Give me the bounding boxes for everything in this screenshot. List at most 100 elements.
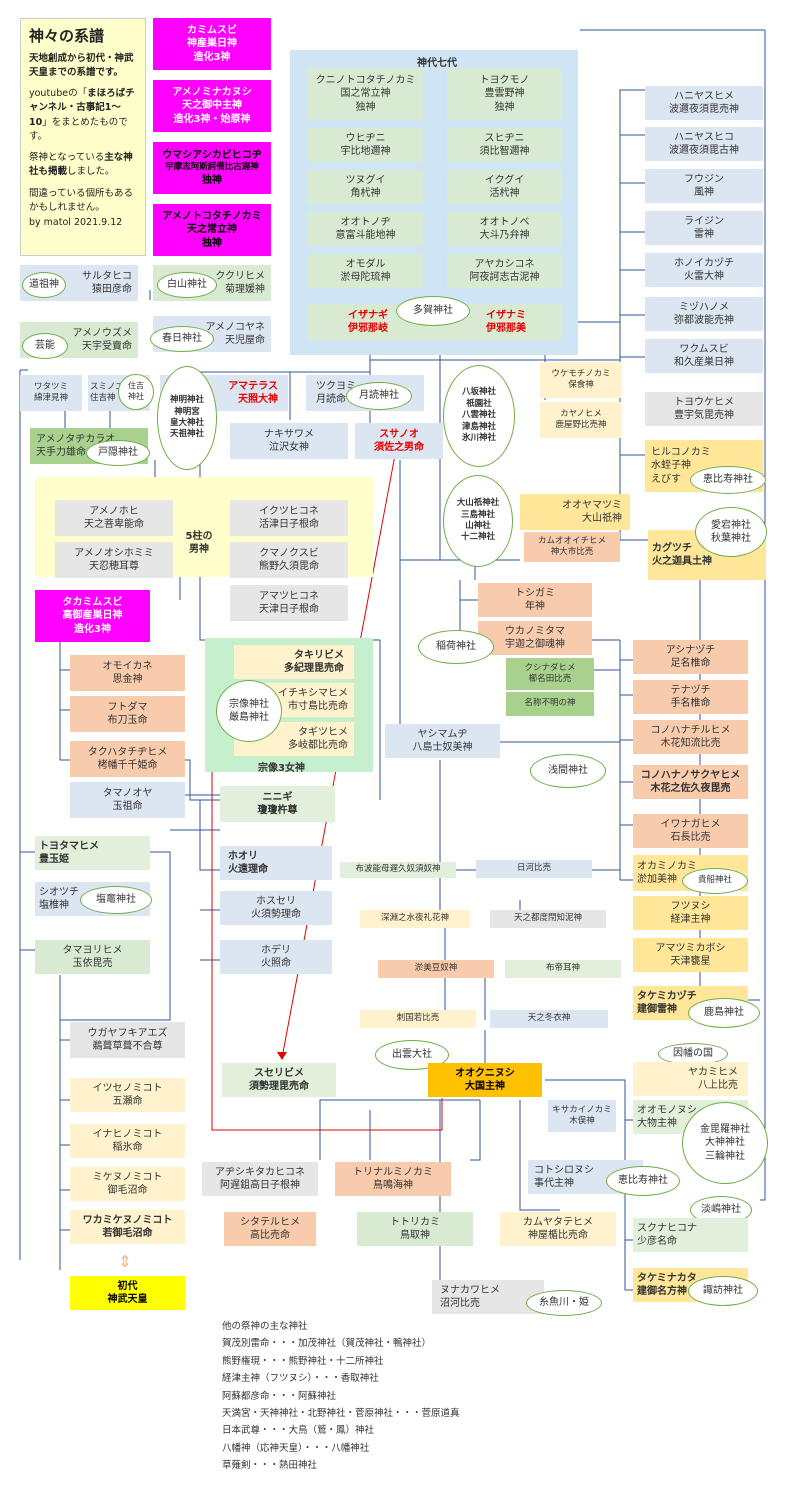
tsudohe-box: 天之都度閇知泥神 <box>490 910 606 928</box>
kifune-shrine: 貴船神社 <box>682 868 748 894</box>
amatsuhikone-box: アマツヒコネ天津日子根命 <box>230 585 348 621</box>
takamimusubi-box: タカミムスビ高御産巣日神造化3神 <box>35 590 150 642</box>
page-title: 神々の系譜 <box>29 27 105 45</box>
intro-lead: 天地創成から初代・神武天皇までの系譜です。 <box>29 52 134 78</box>
kuninotokotachi-box: クニノトコタチノカミ国之常立神独神 <box>308 68 423 120</box>
itoigawa-label: 糸魚川・姫 <box>526 1290 602 1316</box>
fuhanomoji-box: 布波能母遅久奴須奴神 <box>340 862 456 878</box>
notes-line: 天満宮・天神神社・北野神社・菅原神社・・・菅原道真 <box>222 1408 460 1420</box>
notes-line: 草薙剣・・・熱田神社 <box>222 1460 318 1472</box>
ebisu-shrine-2: 恵比寿神社 <box>606 1166 680 1196</box>
intro-source: youtubeの「まほろばチャンネル・古事記1〜10」をまとめたものです。 <box>29 88 135 142</box>
dosojin-shrine: 道祖神 <box>22 272 66 298</box>
toyokumono-box: トヨクモノ豊雲野神独神 <box>447 68 562 120</box>
umashiashikabi-box: ウマシアシカビヒコヂ宇摩志阿斯訶備比古遅神独神 <box>153 142 271 194</box>
kisakai-box: キサカイノカミ木俣神 <box>548 1100 616 1132</box>
futodama-box: フトダマ布刀玉命 <box>70 696 185 732</box>
unnamed-god-box: 名称不明の神 <box>506 692 594 716</box>
double-arrow-icon: ⇕ <box>118 1252 132 1272</box>
tsukuyomi-shrine: 月読神社 <box>346 382 412 410</box>
honoikazuchi-box: ホノイカヅチ火雷大神 <box>645 253 763 287</box>
ninigi-box: ニニギ瓊瓊杵尊 <box>220 786 335 822</box>
ikugui-box: イクグイ活杙神 <box>447 170 562 204</box>
suseribime-box: スセリビメ須勢理毘売命 <box>222 1063 336 1097</box>
omodaru-box: オモダル淤母陀琉神 <box>308 254 423 288</box>
jinmu-box: 初代神武天皇 <box>70 1276 185 1310</box>
five-gods-label: 5柱の男神 <box>185 530 213 556</box>
yashimamuji-box: ヤシマムヂ八島士奴美神 <box>385 724 500 758</box>
omizunu-box: 淤美豆奴神 <box>378 960 494 978</box>
suhijini-box: スヒヂニ須比智邇神 <box>447 128 562 162</box>
konohanachiru-box: コノハナチルヒメ木花知流比売 <box>633 720 748 754</box>
ameminakanushi-box: アメノミナカヌシ天之御中主神造化3神・始原神 <box>153 80 271 132</box>
sakuyahime-box: コノハナノサクヤヒメ木花之佐久夜毘売 <box>633 765 748 799</box>
tsunugui-box: ツヌグイ角杙神 <box>308 170 423 204</box>
kushinada-box: クシナダヒメ櫛名田比売 <box>506 658 594 690</box>
sumiyoshi-shrine: 住吉神社 <box>118 374 154 410</box>
izanami-label: イザナミ伊邪那美 <box>486 309 526 335</box>
futemimi-box: 布帝耳神 <box>505 960 621 978</box>
inahi-box: イナヒノミコト稲氷命 <box>70 1124 185 1158</box>
other-shrines-notes: 他の祭神の主な神社 賀茂別雷命・・・加茂神社（賀茂神社・鴨神社） 熊野権現・・・… <box>222 1318 460 1475</box>
fujin-box: フウジン風神 <box>645 169 763 203</box>
intro-shrine-note: 祭神となっている主な神社も掲載しました。 <box>29 152 133 178</box>
ametokotachi-box: アメノトコタチノカミ天之常立神独神 <box>153 204 271 256</box>
watatsumi-box: ワタツミ綿津見神 <box>20 375 82 411</box>
notes-line: 日本武尊・・・大鳥（鷲・鳳）神社 <box>222 1425 375 1437</box>
sashikuni-box: 刺国若比売 <box>360 1010 476 1028</box>
nakisawame-box: ナキサワメ泣沢女神 <box>230 423 348 459</box>
intro-panel: 神々の系譜 天地創成から初代・神武天皇までの系譜です。 youtubeの「まほろ… <box>20 18 146 256</box>
notes-title: 他の祭神の主な神社 <box>222 1321 308 1332</box>
kumanokusubi-box: クマノクスビ熊野久須毘命 <box>230 542 348 578</box>
yasaka-shrines: 八坂神社祇園社八雲神社津島神社氷川神社 <box>443 365 515 467</box>
totorikami-box: トトリカミ鳥取神 <box>357 1212 473 1246</box>
ootonobe-box: オオトノベ大斗乃弁神 <box>447 212 562 246</box>
oyamatsumi-shrines: 大山祇神社三島神社山神社十二神社 <box>443 475 513 567</box>
ikutsuhikone-box: イクツヒコネ活津日子根命 <box>230 500 348 536</box>
shinmei-shrines: 神明神社神明宮皇大神社天祖神社 <box>157 366 217 470</box>
mizuhanome-box: ミヅハノメ弥都波能売神 <box>645 297 763 331</box>
uhijini-box: ウヒヂニ宇比地邇神 <box>308 128 423 162</box>
hoori-box: ホオリ火遠理命 <box>220 846 332 880</box>
intro-byline: by matol 2021.9.12 <box>29 217 123 228</box>
tamanooya-box: タマノオヤ玉祖命 <box>70 782 185 818</box>
kamuyatatehime-box: カムヤタテヒメ神屋楯比売命 <box>500 1212 616 1246</box>
fukabuchi-box: 深淵之水夜礼花神 <box>360 910 470 928</box>
tamayorihime-box: タマヨリヒメ玉依毘売 <box>35 940 150 974</box>
kamuooichihime-box: カムオオイチヒメ神大市比売 <box>524 532 620 562</box>
haniyasuhiko-box: ハニヤスヒコ波邇夜須毘古神 <box>645 127 763 161</box>
oyamatsumi-box: オオヤマツミ大山祇神 <box>520 494 630 530</box>
hikawahime-box: 日河比売 <box>476 860 592 878</box>
amatsumikaboshi-box: アマツミカボシ天津甕星 <box>633 938 748 972</box>
ebisu-shrine: 恵比寿神社 <box>690 466 766 494</box>
ayakashikone-box: アヤカシコネ阿夜訶志古泥神 <box>447 254 562 288</box>
oshihomimi-box: アメノオシホミミ天忍穂耳尊 <box>55 542 173 578</box>
omoikane-box: オモイカネ思金神 <box>70 655 185 691</box>
notes-line: 経津主神（フツヌシ）・・・香取神社 <box>222 1373 379 1385</box>
hakusan-shrine: 白山神社 <box>157 272 217 298</box>
kamimusubi-box: カミムスビ神産巣日神造化3神 <box>153 18 271 70</box>
izanagi-label: イザナギ伊邪那岐 <box>348 309 388 335</box>
inari-shrine: 稲荷神社 <box>418 630 494 664</box>
okuninushi-box: オオクニヌシ大国主神 <box>428 1063 542 1097</box>
sukunahikona-box: スクナヒコナ少彦名命 <box>633 1218 748 1252</box>
torinarumi-box: トリナルミノカミ鳥鳴海神 <box>335 1162 451 1196</box>
wakumusubi-box: ワクムスビ和久産巣日神 <box>645 339 763 373</box>
tenazuchi-box: テナヅチ手名椎命 <box>633 680 748 714</box>
yakamihime-box: ヤカミヒメ八上比売 <box>633 1062 748 1096</box>
toyotamahime-box: トヨタマヒメ豊玉姫 <box>35 836 150 870</box>
kamiyo-title: 神代七代 <box>417 58 457 69</box>
hoderi-box: ホデリ火照命 <box>220 940 332 974</box>
ashinazuchi-box: アシナヅチ足名椎命 <box>633 640 748 674</box>
kayanohime-box: カヤノヒメ鹿屋野比売神 <box>540 402 622 438</box>
kasuga-shrine: 春日神社 <box>150 326 214 352</box>
notes-line: 賀茂別雷命・・・加茂神社（賀茂神社・鴨神社） <box>222 1338 432 1350</box>
taga-shrine: 多賀神社 <box>396 296 470 326</box>
ugayafukiaezu-box: ウガヤフキアエズ鵜葺草葺不合尊 <box>70 1022 185 1058</box>
takuhatachiji-box: タクハタチヂヒメ栲幡千千姫命 <box>70 741 185 777</box>
ajisukitakahikone-box: アヂシキタカヒコネ阿遅鉏高日子根神 <box>202 1162 318 1196</box>
geino-shrine: 芸能 <box>22 333 68 359</box>
hoseri-box: ホスセリ火須勢理命 <box>220 891 332 925</box>
sengen-shrine: 浅間神社 <box>530 754 606 788</box>
